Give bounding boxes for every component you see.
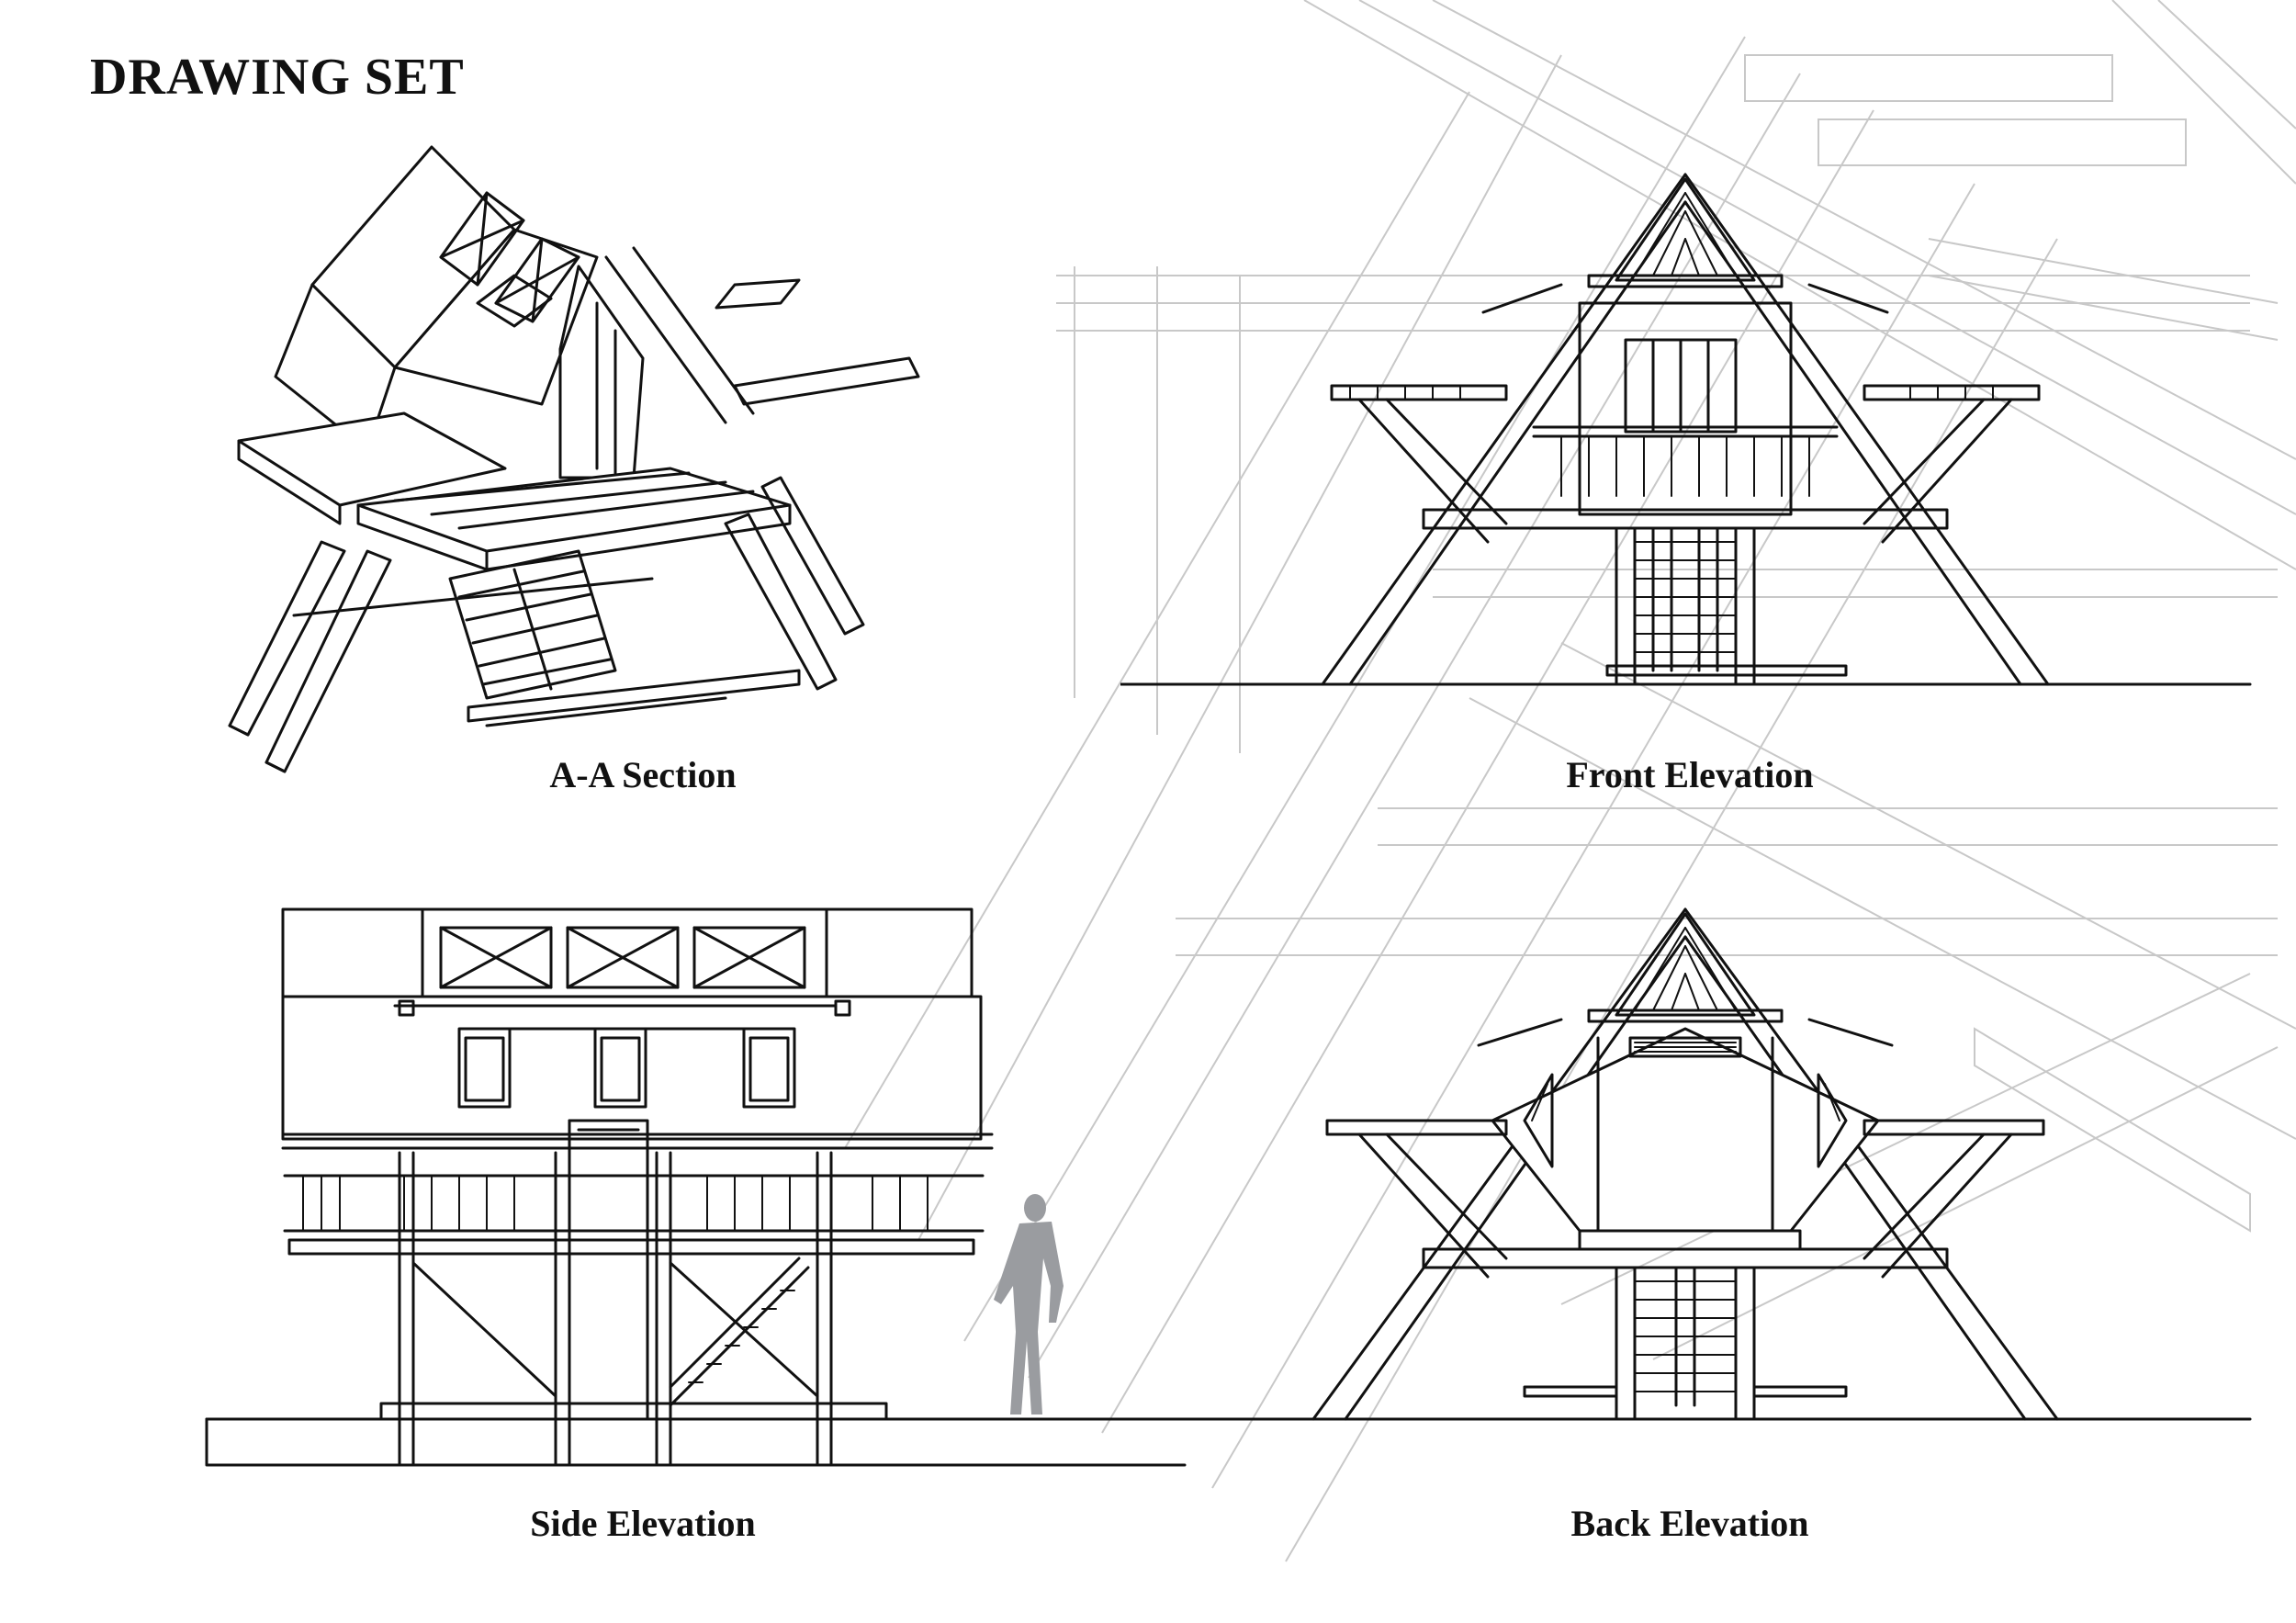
section-drawing xyxy=(228,145,920,773)
back-elevation-drawing xyxy=(1120,907,2252,1421)
side-elevation-drawing xyxy=(205,907,1187,1467)
side-caption: Side Elevation xyxy=(530,1503,756,1544)
front-caption: Front Elevation xyxy=(1566,754,1814,795)
sheet-title: DRAWING SET xyxy=(90,49,465,106)
back-caption: Back Elevation xyxy=(1570,1503,1809,1544)
human-figure-icon xyxy=(994,1194,1064,1414)
front-elevation-drawing xyxy=(1120,173,2252,686)
section-caption: A-A Section xyxy=(549,754,737,795)
